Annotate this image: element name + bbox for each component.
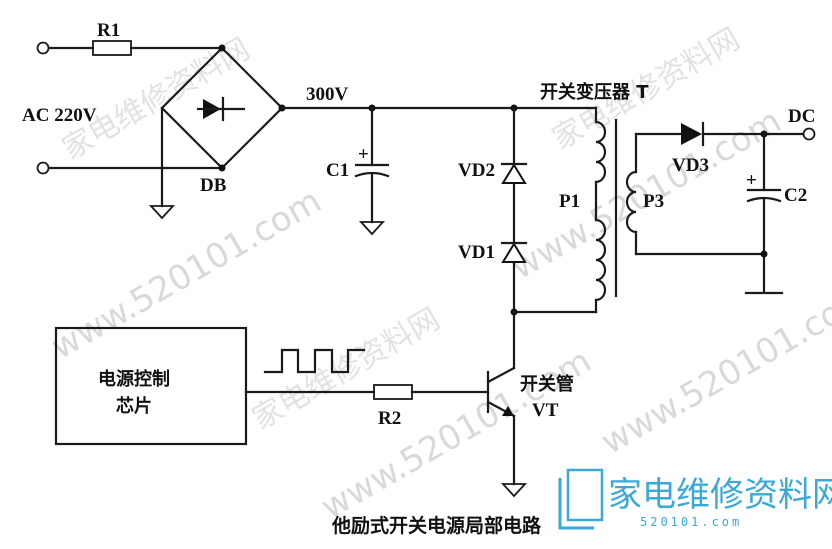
transformer-secondary-p3 [625, 170, 638, 234]
bus-300v-label: 300V [306, 84, 349, 105]
power-control-chip [54, 326, 248, 446]
p3-label: P3 [643, 191, 664, 212]
pulse-waveform [263, 348, 366, 374]
resistor-r2 [373, 384, 413, 400]
r1-label: R1 [97, 20, 120, 41]
ground-symbol [148, 205, 176, 220]
vd2-label: VD2 [458, 160, 495, 181]
c2-plus: + [746, 170, 757, 191]
watermark-layer: www.520101.com www.520101.com www.520101… [45, 22, 832, 528]
watermark-url: www.520101.com [45, 181, 329, 368]
ac-terminal-top [36, 41, 50, 55]
resistor-r1 [92, 40, 132, 56]
ac-input-label: AC 220V [22, 105, 97, 126]
logo-url: 520101.com [640, 515, 742, 529]
switch-ref-label: VT [532, 400, 559, 421]
chip-label-line1: 电源控制 [98, 368, 170, 390]
c2-label: C2 [784, 185, 807, 206]
c1-label: C1 [326, 160, 349, 181]
ground-symbol [500, 483, 528, 498]
site-logo: 家电维修资料网 520101.com [558, 468, 832, 530]
chip-label-line2: 芯片 [116, 395, 152, 417]
ac-terminal-bottom [36, 161, 50, 175]
watermark-url: www.520101.com [595, 276, 832, 463]
p1-label: P1 [559, 191, 580, 212]
bridge-label: DB [200, 175, 227, 196]
switch-name-label: 开关管 [520, 373, 574, 395]
transformer-primary-p1 [594, 120, 607, 302]
watermark-name: 家电维修资料网 [247, 302, 446, 437]
capacitor-c2 [746, 132, 782, 294]
transformer-label: 开关变压器 T [540, 81, 649, 103]
vd1-label: VD1 [458, 242, 495, 263]
r2-label: R2 [378, 408, 401, 429]
diode-vd2 [500, 162, 528, 184]
ground-symbol [358, 221, 386, 236]
vd3-label: VD3 [672, 155, 709, 176]
dc-label: DC [788, 106, 815, 127]
logo-name: 家电维修资料网 [608, 475, 832, 515]
diode-vd1 [500, 241, 528, 263]
c1-plus: + [358, 144, 369, 165]
transistor-vt [486, 366, 516, 418]
figure-caption: 他励式开关电源局部电路 [331, 514, 542, 537]
dc-terminal [802, 127, 816, 141]
capacitor-c1 [354, 106, 390, 224]
